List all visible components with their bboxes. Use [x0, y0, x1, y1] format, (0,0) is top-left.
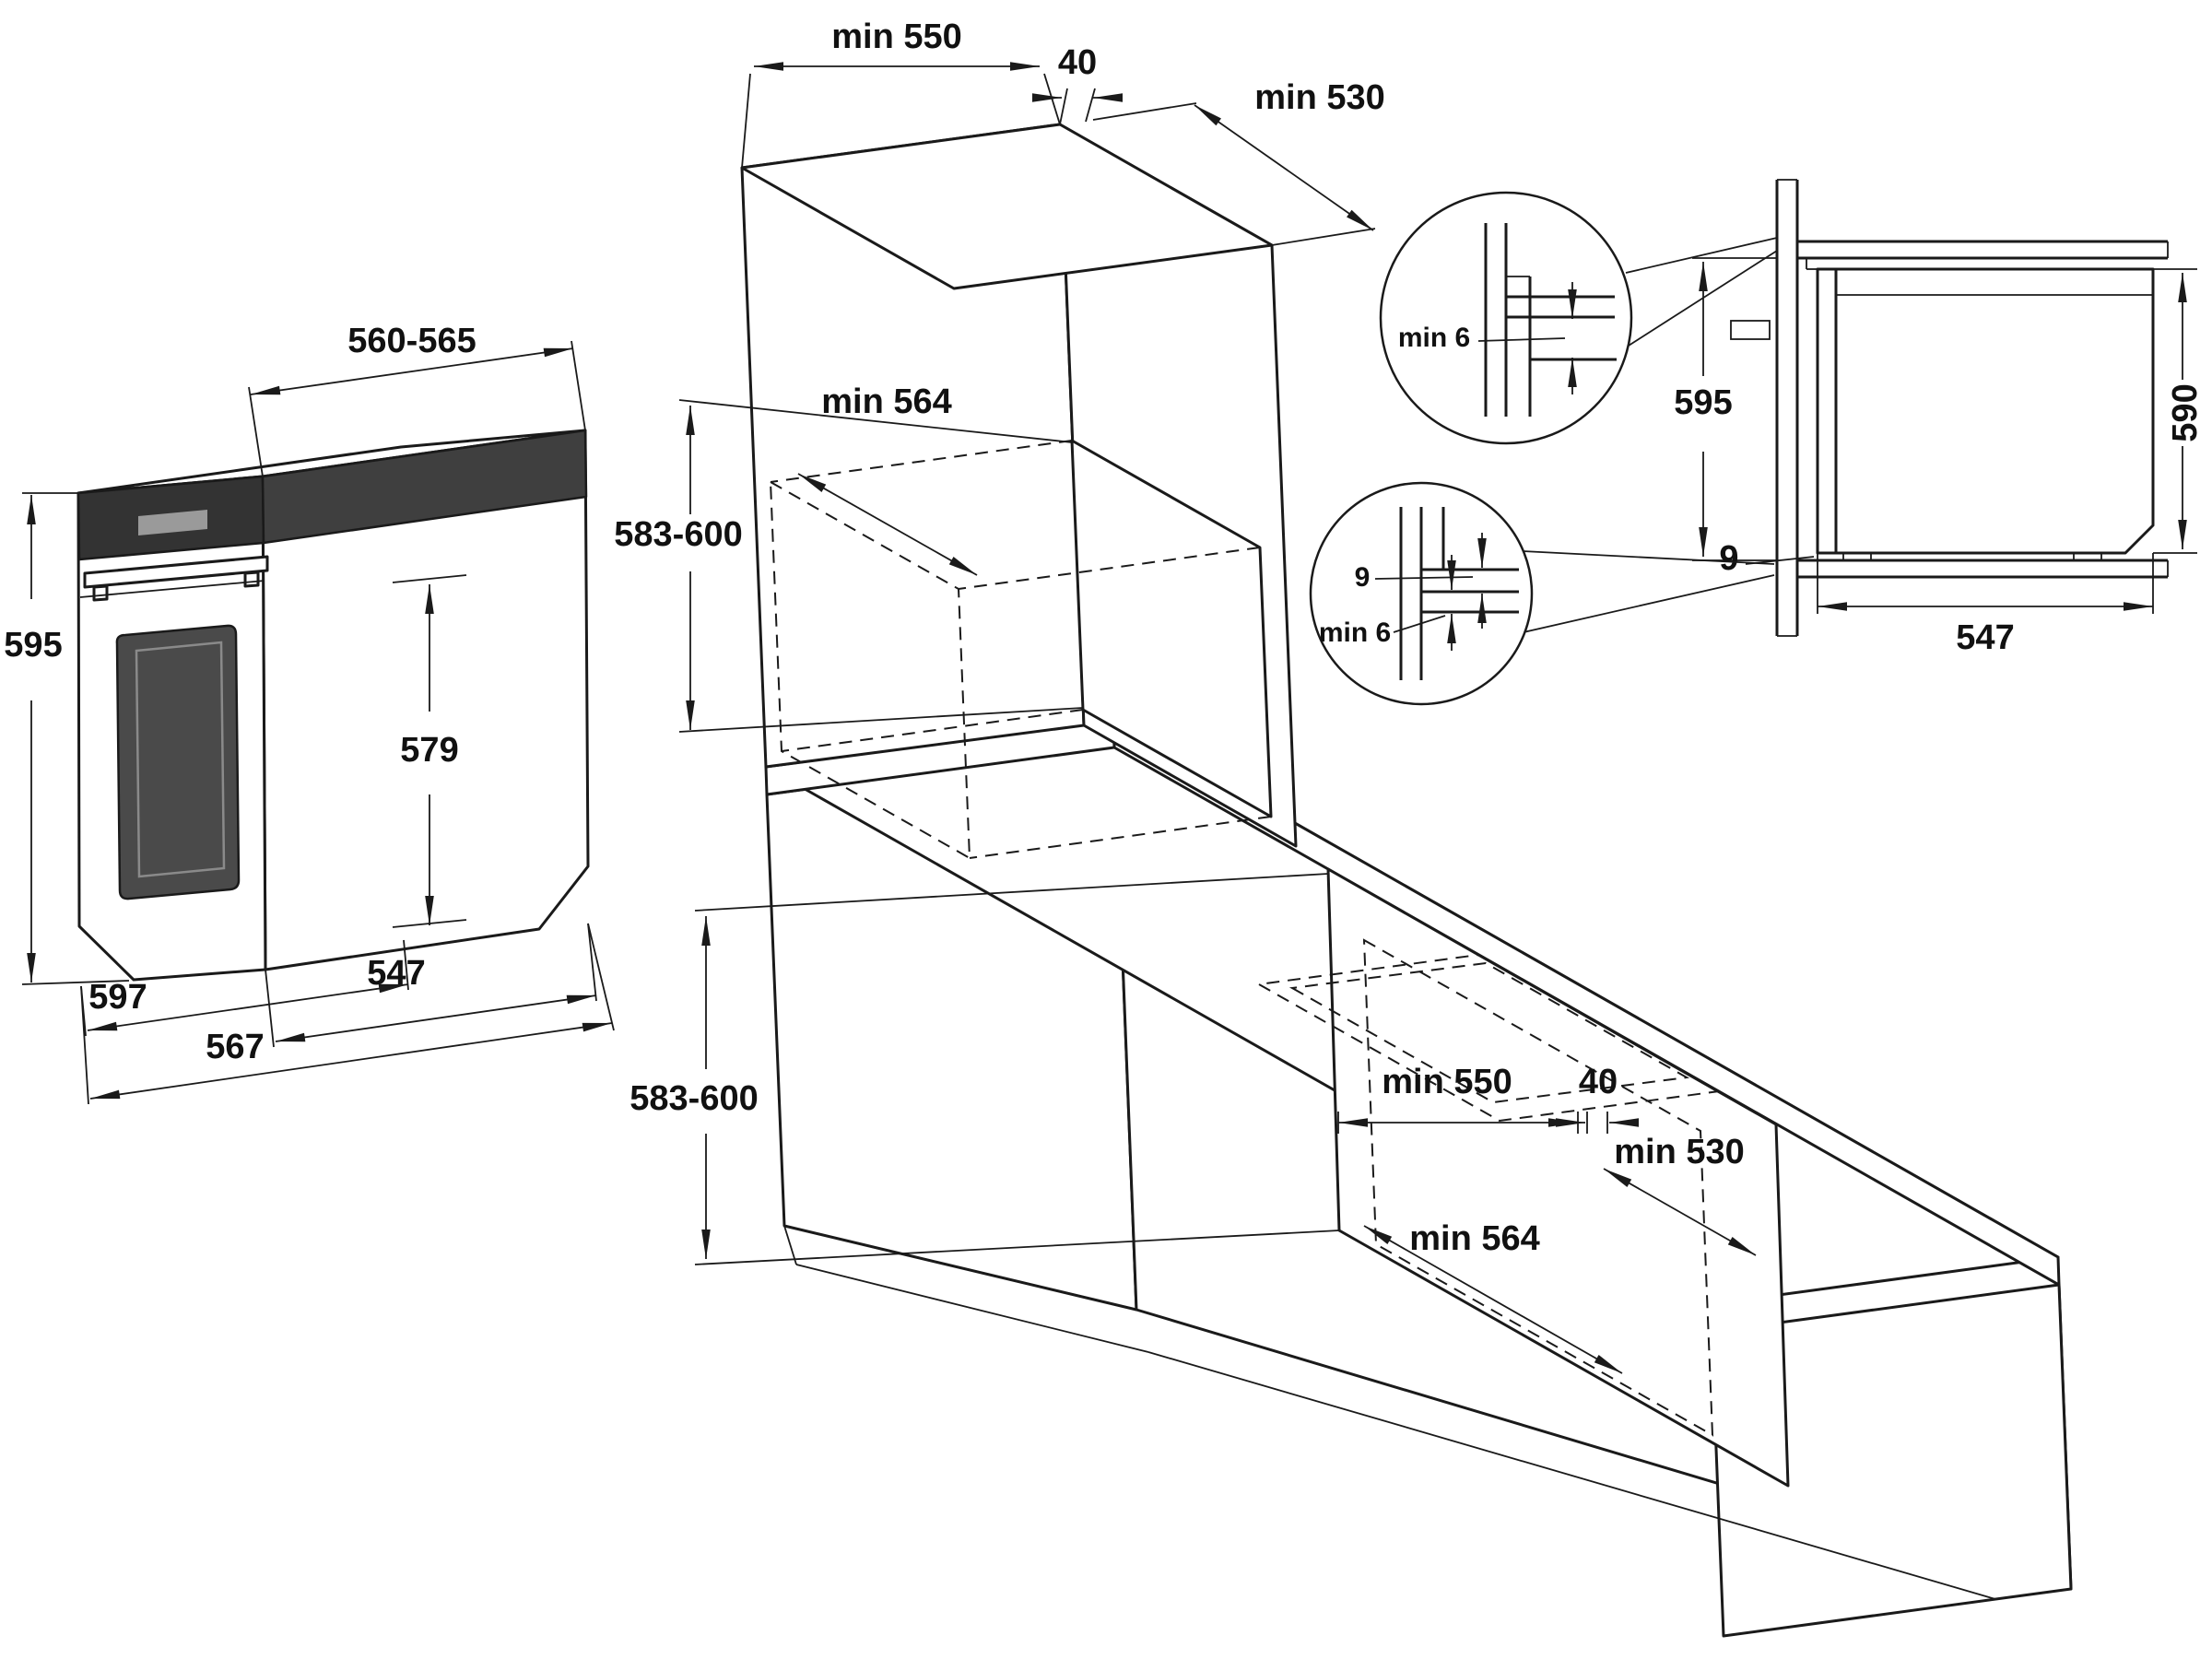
control-panel-side: [261, 429, 588, 545]
detail-circle-bottom: 9 min 6: [1309, 481, 1775, 706]
dim-oven-door-height: 579: [392, 574, 467, 928]
mounting-bracket: [1730, 320, 1771, 340]
dim-oven-top-depth: 560-565: [248, 322, 586, 477]
dim-section-niche-height: 595: [1674, 257, 1777, 561]
handle-stub-right: [243, 571, 260, 588]
base-right-end-panel: [1710, 1283, 2073, 1638]
dim-section-oven-height: 590: [2153, 268, 2205, 554]
dim-base-upper-depth: min 530: [1603, 1133, 1757, 1256]
dim-tall-niche-height: 583-600: [614, 399, 1084, 733]
dim-tall-upper-depth: min 530: [1092, 78, 1385, 246]
base-niche-oven-outline: [1362, 938, 1714, 1437]
base-upper-depth-label: min 530: [1614, 1133, 1745, 1171]
tall-unit-niche-hidden-edges: [769, 440, 1272, 860]
dim-oven-total-depth: 567: [80, 923, 615, 1105]
tall-niche-height-label: 583-600: [614, 515, 742, 554]
base-vent-gap-label: 40: [1579, 1063, 1618, 1101]
handle-stub-left: [92, 584, 109, 602]
tall-upper-depth-label: min 530: [1254, 78, 1385, 117]
section-oven-height-label: 590: [2166, 383, 2205, 441]
door-handle: [83, 555, 269, 589]
dim-tall-niche-width: min 564: [797, 382, 978, 576]
plinth: [783, 1225, 1996, 1600]
section-top-clearance-label: min 6: [1398, 323, 1470, 353]
dim-tall-vent-gap: 40: [1032, 43, 1123, 125]
dim-oven-height: 595: [4, 492, 130, 985]
oven-isometric-view: 595 560-565 579 597 547: [4, 322, 615, 1105]
dim-base-niche-width: min 564: [1363, 1219, 1623, 1374]
oven-height-label: 595: [4, 626, 62, 665]
dim-base-niche-depth: min 550: [1337, 1063, 1579, 1134]
control-display: [138, 510, 207, 535]
detail-circle-top: min 6: [1379, 191, 1778, 445]
dim-section-oven-depth: 547: [1817, 553, 2154, 657]
tall-vent-gap-label: 40: [1058, 43, 1097, 82]
dim-oven-bottom-depth: 547: [265, 923, 597, 1048]
oven-width-label: 597: [88, 978, 147, 1017]
section-bottom-shelf: [1797, 559, 2169, 579]
base-niche-width-label: min 564: [1409, 1219, 1540, 1258]
oven-door-height-label: 579: [400, 731, 458, 770]
section-gap-detail-label: 9: [1355, 562, 1371, 593]
section-top-shelf: [1797, 240, 2169, 260]
tall-top-depth-label: min 550: [831, 18, 962, 56]
dim-base-niche-height: 583-600: [629, 873, 1340, 1265]
door-window-inner: [135, 641, 226, 878]
dim-tall-top-depth: min 550: [741, 18, 1061, 169]
oven-top-depth-label: 560-565: [347, 322, 476, 360]
section-oven-body: [1806, 258, 2155, 561]
cross-section-view: 595 590 9 547: [1309, 179, 2205, 706]
oven-bottom-depth-label: 547: [367, 954, 425, 993]
door-seam: [79, 580, 265, 598]
oven-total-depth-label: 567: [206, 1028, 264, 1066]
section-niche-height-label: 595: [1674, 383, 1732, 422]
kitchen-run-view: min 550 40 min 530 min 564 583-600: [614, 18, 2073, 1638]
section-bottom-clearance-label: min 6: [1319, 618, 1391, 648]
section-oven-depth-label: 547: [1956, 618, 2014, 657]
dim-base-vent-gap: 40: [1556, 1063, 1639, 1134]
section-bottom-gap-label: 9: [1719, 539, 1738, 578]
dim-section-bottom-gap: 9: [1719, 539, 1815, 578]
base-niche-depth-label: min 550: [1382, 1063, 1512, 1101]
door-window: [115, 624, 241, 900]
tall-niche-width-label: min 564: [821, 382, 952, 421]
cooktop-cutout: [1255, 953, 1723, 1123]
base-niche-height-label: 583-600: [629, 1079, 758, 1118]
